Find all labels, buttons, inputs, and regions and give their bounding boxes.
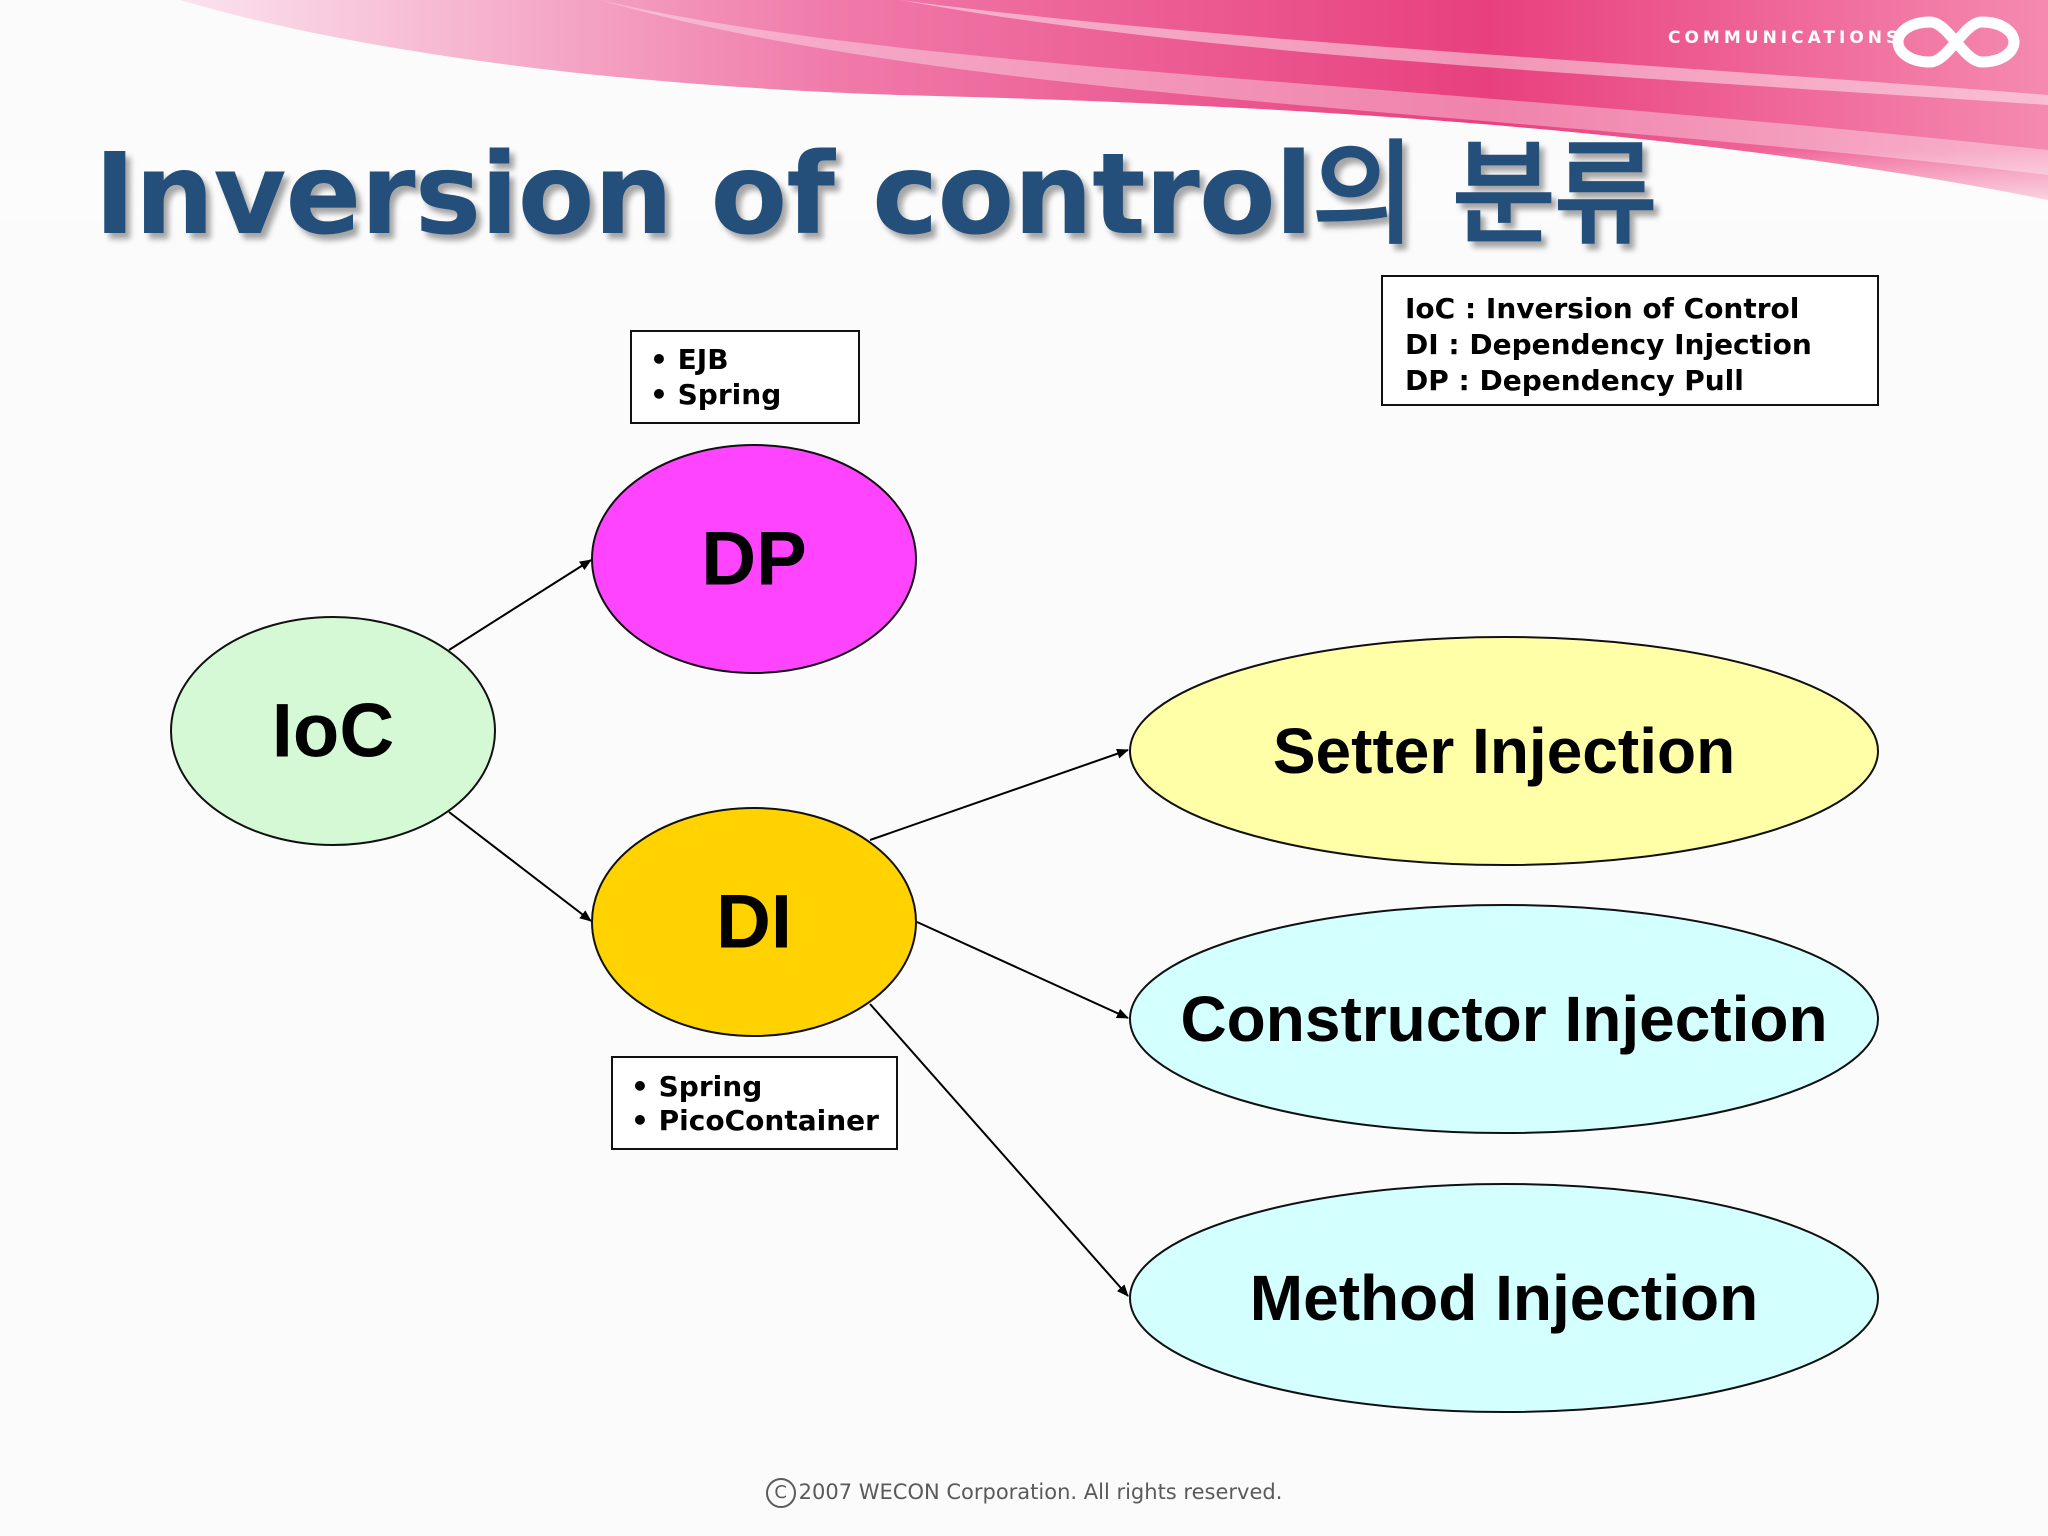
node-ioc-ellipse — [170, 616, 496, 846]
arrow-di-to-setter — [869, 748, 1129, 841]
note-item-ejb: • EJB — [650, 343, 729, 376]
node-di: DI — [591, 807, 917, 1037]
brand-text: COMMUNICATIONS — [1668, 28, 1903, 48]
note-item-spring: • Spring — [631, 1070, 763, 1103]
arrow-di-to-constructor — [916, 921, 1129, 1019]
node-constructor-ellipse — [1129, 904, 1879, 1134]
node-ioc: IoC — [170, 616, 496, 846]
edges — [448, 559, 1129, 1297]
abbreviation-legend: IoC : Inversion of Control DI : Dependen… — [1381, 275, 1879, 406]
node-method-label: Method Injection — [1250, 1262, 1758, 1334]
node-dp-label: DP — [701, 517, 807, 602]
node-dp: DP — [591, 444, 917, 674]
note-item-spring: • Spring — [650, 378, 782, 411]
infinity-logo-icon — [1892, 16, 2020, 68]
copyright-text: 2007 WECON Corporation. All rights reser… — [798, 1480, 1283, 1504]
node-setter: Setter Injection — [1129, 636, 1879, 866]
node-method: Method Injection — [1129, 1183, 1879, 1413]
arrow-ioc-to-dp — [448, 559, 592, 651]
legend-di: DI : Dependency Injection — [1405, 328, 1812, 361]
dp-examples-note: • EJB • Spring — [630, 330, 860, 424]
note-item-picocontainer: • PicoContainer — [631, 1104, 879, 1137]
page-title: Inversion of control의 분류 — [94, 130, 1657, 260]
node-di-ellipse — [591, 807, 917, 1037]
node-constructor: Constructor Injection — [1129, 904, 1879, 1134]
node-dp-ellipse — [591, 444, 917, 674]
node-di-label: DI — [716, 880, 792, 965]
legend-dp: DP : Dependency Pull — [1405, 364, 1744, 397]
node-setter-ellipse — [1129, 636, 1879, 866]
node-constructor-label: Constructor Injection — [1180, 983, 1827, 1055]
legend-ioc: IoC : Inversion of Control — [1405, 292, 1800, 325]
node-method-ellipse — [1129, 1183, 1879, 1413]
arrow-di-to-method — [869, 1003, 1129, 1297]
header-banner — [0, 0, 2048, 230]
arrow-ioc-to-di — [448, 811, 592, 922]
di-examples-note: • Spring • PicoContainer — [611, 1056, 898, 1150]
copyright-icon: C — [765, 1478, 796, 1508]
node-ioc-label: IoC — [272, 689, 394, 774]
node-setter-label: Setter Injection — [1273, 715, 1735, 787]
